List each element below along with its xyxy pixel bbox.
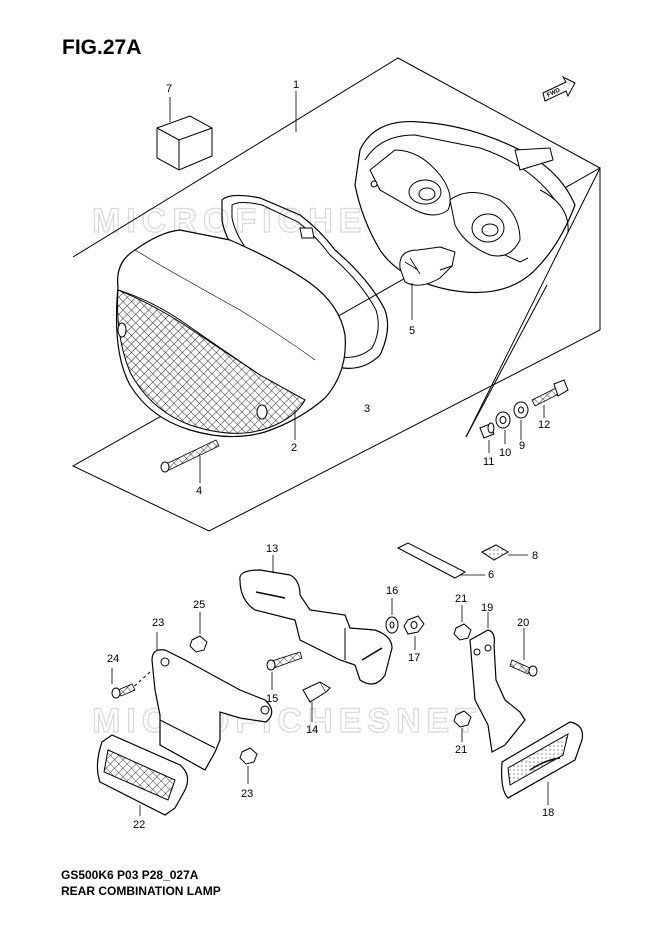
part-12-bolt	[531, 379, 569, 407]
callout-26: 25	[193, 599, 205, 611]
part-4-screw	[160, 439, 220, 473]
part-17-nut	[403, 615, 425, 635]
part-23-nut	[239, 747, 258, 765]
part-20-screw	[509, 659, 538, 677]
part-21-nut-upper	[453, 623, 472, 641]
callout-1: 1	[293, 79, 299, 91]
callout-3: 3	[364, 403, 370, 415]
part-7-cube	[156, 115, 213, 171]
figure-title: FIG.27A	[62, 36, 142, 59]
callout-21-upper: 21	[455, 593, 467, 605]
callout-11: 11	[483, 456, 494, 468]
fwd-arrow-icon: FWD	[542, 75, 576, 102]
callout-2: 2	[291, 442, 297, 454]
svg-text:FWD: FWD	[546, 87, 562, 98]
callout-13: 13	[266, 543, 278, 555]
figure-code: GS500K6 P03 P28_027A	[61, 868, 199, 882]
part-8-pad	[481, 544, 509, 561]
part-15-screw	[266, 651, 303, 671]
callout-5: 5	[409, 325, 415, 337]
callout-16: 16	[386, 585, 398, 597]
part-6-pad	[396, 542, 467, 579]
callout-25: 24	[107, 653, 119, 665]
callout-9: 9	[519, 440, 525, 452]
part-25-screw	[111, 683, 136, 699]
callout-4: 4	[196, 485, 202, 497]
part-18-reflector	[501, 721, 584, 799]
callout-22: 22	[133, 819, 145, 831]
figure-name: REAR COMBINATION LAMP	[61, 884, 221, 898]
watermark-lower: MICROFICHESNET	[92, 702, 482, 740]
callout-7: 7	[166, 83, 172, 95]
callout-23: 23	[241, 788, 253, 800]
callout-19: 19	[481, 602, 493, 614]
part-9-washer	[513, 401, 529, 419]
callout-17: 17	[408, 652, 420, 664]
part-13-bracket	[239, 569, 393, 685]
part-2-lens	[115, 229, 346, 438]
callout-21-lower: 21	[455, 744, 467, 756]
callout-24: 23	[152, 617, 164, 629]
callout-6: 6	[488, 569, 494, 581]
part-22-reflector	[96, 734, 189, 816]
part-24-left-bracket	[151, 649, 273, 771]
part-26-nut	[189, 635, 208, 653]
callout-18: 18	[542, 807, 554, 819]
callout-14: 14	[306, 724, 318, 736]
part-5-bulb	[399, 246, 456, 286]
part-16-washer	[385, 616, 399, 634]
callout-15: 15	[266, 693, 278, 705]
part-11-collar	[479, 422, 495, 439]
part-14-plug	[302, 681, 331, 703]
part-10-grommet	[495, 411, 511, 429]
callout-20: 20	[517, 617, 529, 629]
callout-8: 8	[532, 550, 538, 562]
callout-10: 10	[499, 447, 511, 459]
part-21-nut-lower	[453, 710, 472, 728]
callout-12: 12	[538, 419, 550, 431]
part-1-lamp-housing	[354, 120, 576, 294]
part-19-right-bracket	[469, 629, 526, 753]
